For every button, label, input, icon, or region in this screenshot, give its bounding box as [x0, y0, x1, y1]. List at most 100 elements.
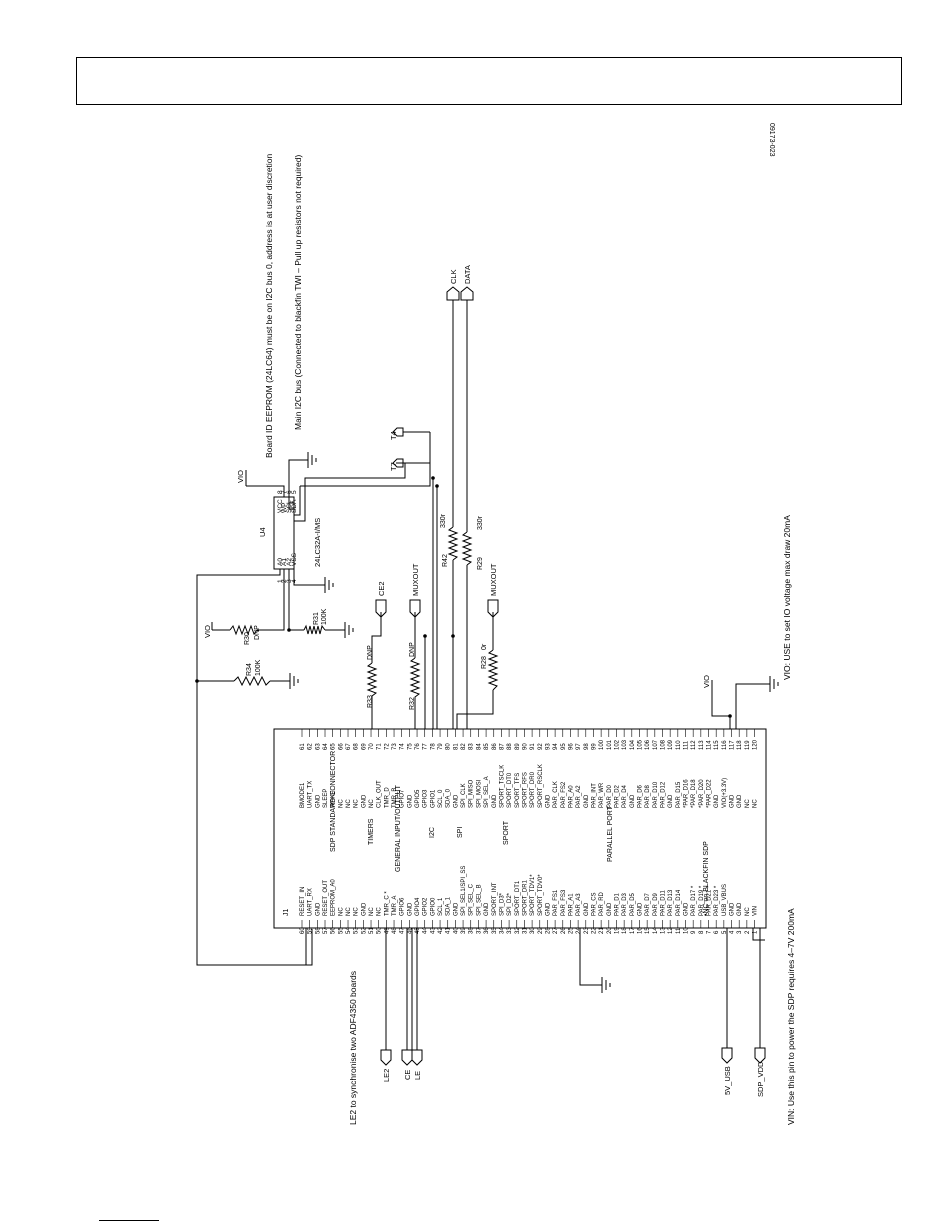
- ground-icon: [324, 577, 334, 593]
- j1-pin-num: 99: [591, 743, 597, 750]
- j1-pin-name: SPI_SEL_C: [469, 883, 475, 916]
- j1-pin-num: 67: [346, 743, 352, 750]
- j1-pin-name: GPIO5: [415, 789, 421, 808]
- j1-pin-name: GND: [730, 794, 736, 808]
- clk-label: CLK: [449, 269, 458, 284]
- j1-pin-name: SPORT_DT1: [515, 880, 521, 916]
- j1-pin-num: 15: [645, 927, 651, 934]
- eeprom-pin-name: A2: [286, 558, 293, 566]
- j1-pin-num: 46: [407, 927, 413, 934]
- j1-pin-num: 27: [553, 927, 559, 934]
- j1-pin-name: NC: [338, 907, 344, 916]
- eeprom-pin-num: 5: [291, 490, 298, 494]
- j1-pin-name: PAR_A1: [568, 893, 574, 916]
- j1-pin-num: 90: [522, 743, 528, 750]
- j1-pin-num: 42: [438, 927, 444, 934]
- j1-pin-name: NC: [354, 799, 360, 808]
- j1-pin-num: 115: [714, 740, 720, 750]
- j1-pin-num: 61: [300, 743, 306, 750]
- j1-pin-num: 120: [753, 739, 759, 750]
- j1-pin-num: 118: [737, 740, 743, 750]
- eeprom-chip: U4 24LC32A-I/MS 1A02A13A24VSS8VCC7WP6SCL…: [258, 490, 322, 583]
- resistor-r32: [409, 657, 421, 700]
- resistor-r29: [461, 531, 473, 566]
- j1-pin-num: 25: [568, 927, 574, 934]
- j1-pin-num: 83: [469, 743, 475, 750]
- j1-pin-name: GND: [492, 794, 498, 808]
- j1-pin-num: 94: [553, 743, 559, 750]
- r34-ref: R34: [246, 663, 253, 676]
- j1-pin-num: 18: [622, 927, 628, 934]
- ground-icon: [307, 452, 317, 468]
- j1-pin-name: GND: [315, 794, 321, 808]
- j1-pin-name: GND: [545, 902, 551, 916]
- junctions: [195, 476, 732, 718]
- j1-pin-name: PAR_A2: [576, 785, 582, 808]
- j1-pin-name: GPIO2: [423, 897, 429, 916]
- connector-title-line: SDP STANDARD CONNECTOR: [330, 751, 337, 852]
- j1-pin-num: 70: [369, 743, 375, 750]
- j1-pin-name: EEPROM_A0: [331, 879, 337, 916]
- connector-ref: J1: [283, 909, 290, 917]
- j1-pin-num: 114: [707, 740, 713, 750]
- j1-pin-num: 44: [423, 927, 429, 934]
- resistor-labels: R30 DNP R31 100K R34 100K R33 DNP R32 DN…: [244, 513, 488, 710]
- r32-value: DNP: [409, 642, 416, 657]
- j1-pin-num: 73: [392, 743, 398, 750]
- j1-pin-name: PAR_CLK: [553, 781, 559, 808]
- wires: [196, 300, 770, 1050]
- j1-pin-num: 81: [453, 743, 459, 750]
- j1-pin-name: NC: [346, 799, 352, 808]
- eeprom-part: 24LC32A-I/MS: [313, 518, 322, 567]
- j1-pin-num: 51: [369, 927, 375, 934]
- j1-pin-name: SPI_MOSI: [476, 779, 482, 808]
- r32-ref: R32: [409, 697, 416, 710]
- j1-pin-num: 6: [714, 930, 720, 934]
- j1-pin-name: PAR_D23 *: [714, 885, 720, 916]
- j1-pin-num: 78: [430, 743, 436, 750]
- j1-pin-name: GND: [407, 902, 413, 916]
- j1-pin-num: 68: [354, 743, 360, 750]
- j1-pin-name: PAR_D19 *: [699, 885, 705, 916]
- j1-pin-num: 41: [446, 927, 452, 934]
- j1-pin-name: NC: [745, 907, 751, 916]
- usb-port-icon: [721, 1047, 733, 1064]
- j1-pin-name: GND: [584, 902, 590, 916]
- eeprom-pin-name: A0: [277, 558, 284, 566]
- j1-pin-num: 111: [684, 740, 690, 750]
- j1-pin-num: 53: [354, 927, 360, 934]
- j1-pin-name: RESET_OUT: [323, 880, 329, 916]
- j1-pin-num: 16: [637, 927, 643, 934]
- j1-pin-name: SPI_MISO: [469, 779, 475, 808]
- j1-pin-num: 108: [660, 739, 666, 750]
- note-eeprom: Board ID EEPROM (24LC64) must be on I2C …: [264, 153, 274, 458]
- j1-pin-num: 104: [630, 739, 636, 750]
- j1-pin-name: NC: [753, 799, 759, 808]
- j1-pin-num: 50: [377, 927, 383, 934]
- j1-pin-num: 9: [691, 930, 697, 934]
- t7-port-icon: [392, 458, 404, 468]
- j1-pin-name: SPORT_TFS: [515, 773, 521, 808]
- j1-pin-num: 87: [499, 743, 505, 750]
- j1-pin-name: PAR_D2: [614, 784, 620, 808]
- j1-pin-num: 77: [423, 743, 429, 750]
- j1-pin-name: GND: [684, 902, 690, 916]
- le2-port-icon: [380, 1049, 392, 1066]
- j1-pin-num: 64: [323, 743, 329, 750]
- j1-pin-name: UART_RX: [308, 888, 314, 916]
- j1-pin-name: GND: [630, 794, 636, 808]
- j1-pin-name: GND: [737, 902, 743, 916]
- j1-pin-name: GPIO3: [423, 789, 429, 808]
- j1-pin-name: PAR_A0: [568, 785, 574, 808]
- eeprom-pin-num: 1: [277, 579, 284, 583]
- j1-pin-num: 54: [346, 927, 352, 934]
- j1-pin-name: SPI_CLK: [461, 783, 467, 808]
- j1-pin-name: SPORT_TSCLK: [499, 765, 505, 808]
- data-port-icon: [460, 286, 474, 301]
- group-timers: TIMERS: [368, 818, 375, 845]
- j1-pin-name: GND: [714, 794, 720, 808]
- j1-pin-num: 56: [331, 927, 337, 934]
- j1-pin-num: 1: [753, 930, 759, 934]
- j1-pin-num: 93: [545, 743, 551, 750]
- j1-pin-num: 60: [300, 927, 306, 934]
